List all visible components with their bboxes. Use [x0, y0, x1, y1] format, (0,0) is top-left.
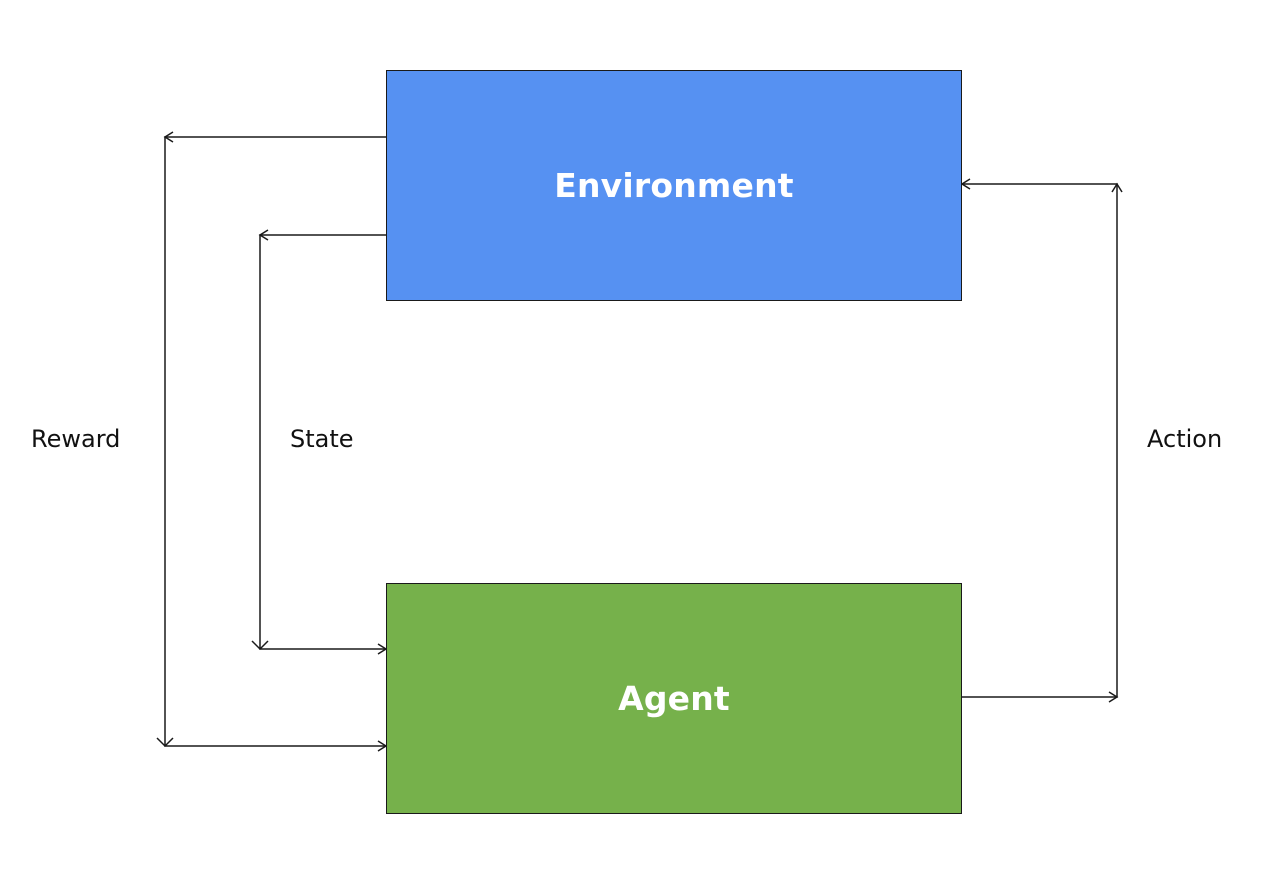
reward-connector [156, 131, 388, 752]
action-arrowhead-env [960, 178, 971, 190]
state-arrowhead-top [258, 229, 269, 241]
state-edge-label: State [290, 425, 354, 453]
environment-label: Environment [554, 166, 794, 205]
action-arrowhead-right [1108, 691, 1119, 703]
environment-node: Environment [386, 70, 962, 301]
agent-node: Agent [386, 583, 962, 814]
state-arrowhead-bottom [251, 640, 269, 651]
action-connector [960, 178, 1123, 703]
reward-edge-label: Reward [31, 425, 121, 453]
reward-arrowhead-bottom [156, 737, 174, 748]
agent-label: Agent [618, 679, 730, 718]
action-arrowhead-top [1111, 182, 1123, 193]
reward-arrowhead-top [163, 131, 174, 143]
state-connector [251, 229, 388, 655]
action-edge-label: Action [1147, 425, 1223, 453]
